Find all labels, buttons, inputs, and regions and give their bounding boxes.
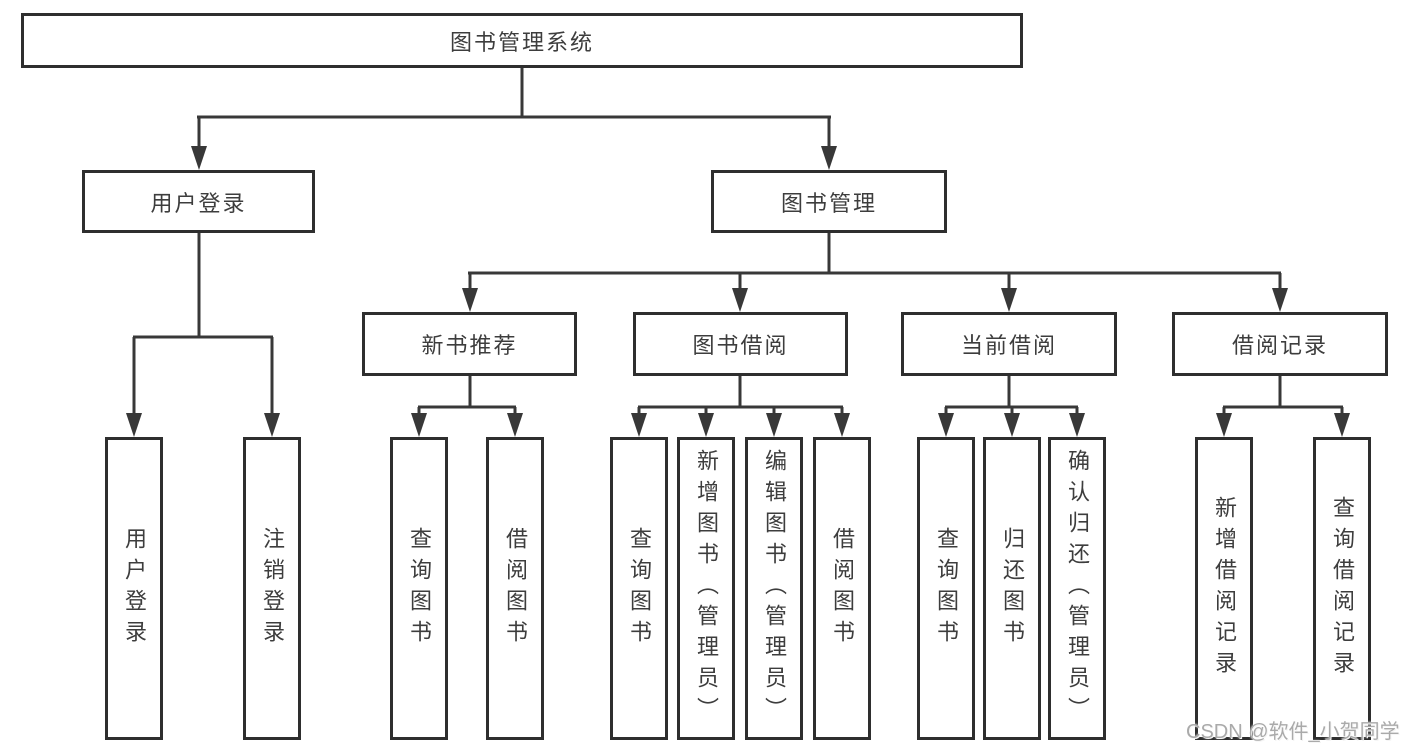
node-label: 归还图书 [1000,526,1025,651]
leaf-query-borrow-record: 查询借阅记录 [1313,437,1371,740]
leaf-add-books-admin: 新增图书（管理员） [677,437,735,740]
node-label: 图书管理系统 [449,29,594,55]
node-label: 查询图书 [934,526,959,651]
node-label: 图书管理 [780,190,877,216]
node-label: 借阅图书 [830,526,855,651]
leaf-borrow-books-recommend: 借阅图书 [486,437,544,740]
node-label: 当前借阅 [960,333,1057,358]
leaf-add-borrow-record: 新增借阅记录 [1195,437,1253,740]
node-label: 图书借阅 [692,333,789,358]
node-label: 新增图书（管理员） [694,449,719,728]
node-label: 借阅记录 [1231,333,1328,358]
node-user-login: 用户登录 [82,170,315,233]
node-borrowing-records: 借阅记录 [1172,312,1388,376]
node-label: 借阅图书 [503,526,528,651]
watermark: CSDN @软件_小贺同学 [1186,721,1400,743]
node-label: 新增借阅记录 [1212,495,1237,682]
node-label: 用户登录 [122,526,147,651]
node-new-book-recommendation: 新书推荐 [362,312,577,376]
leaf-edit-books-admin: 编辑图书（管理员） [745,437,803,740]
leaf-confirm-return-admin: 确认归还（管理员） [1048,437,1106,740]
leaf-user-login: 用户登录 [105,437,163,740]
leaf-query-books-recommend: 查询图书 [390,437,448,740]
node-label: 注销登录 [260,526,285,651]
node-label: 查询借阅记录 [1330,495,1355,682]
leaf-logout: 注销登录 [243,437,301,740]
leaf-return-books: 归还图书 [983,437,1041,740]
leaf-query-books-current: 查询图书 [917,437,975,740]
node-label: 查询图书 [627,526,652,651]
leaf-borrow-books: 借阅图书 [813,437,871,740]
node-label: 新书推荐 [421,333,518,358]
node-book-borrowing: 图书借阅 [633,312,848,376]
node-label: 查询图书 [407,526,432,651]
node-label: 确认归还（管理员） [1065,449,1090,728]
node-label: 编辑图书（管理员） [762,449,787,728]
node-library-management-system: 图书管理系统 [21,13,1023,68]
leaf-query-books-borrowing: 查询图书 [610,437,668,740]
node-label: 用户登录 [150,190,247,216]
node-book-management: 图书管理 [711,170,947,233]
node-current-borrowing: 当前借阅 [901,312,1117,376]
